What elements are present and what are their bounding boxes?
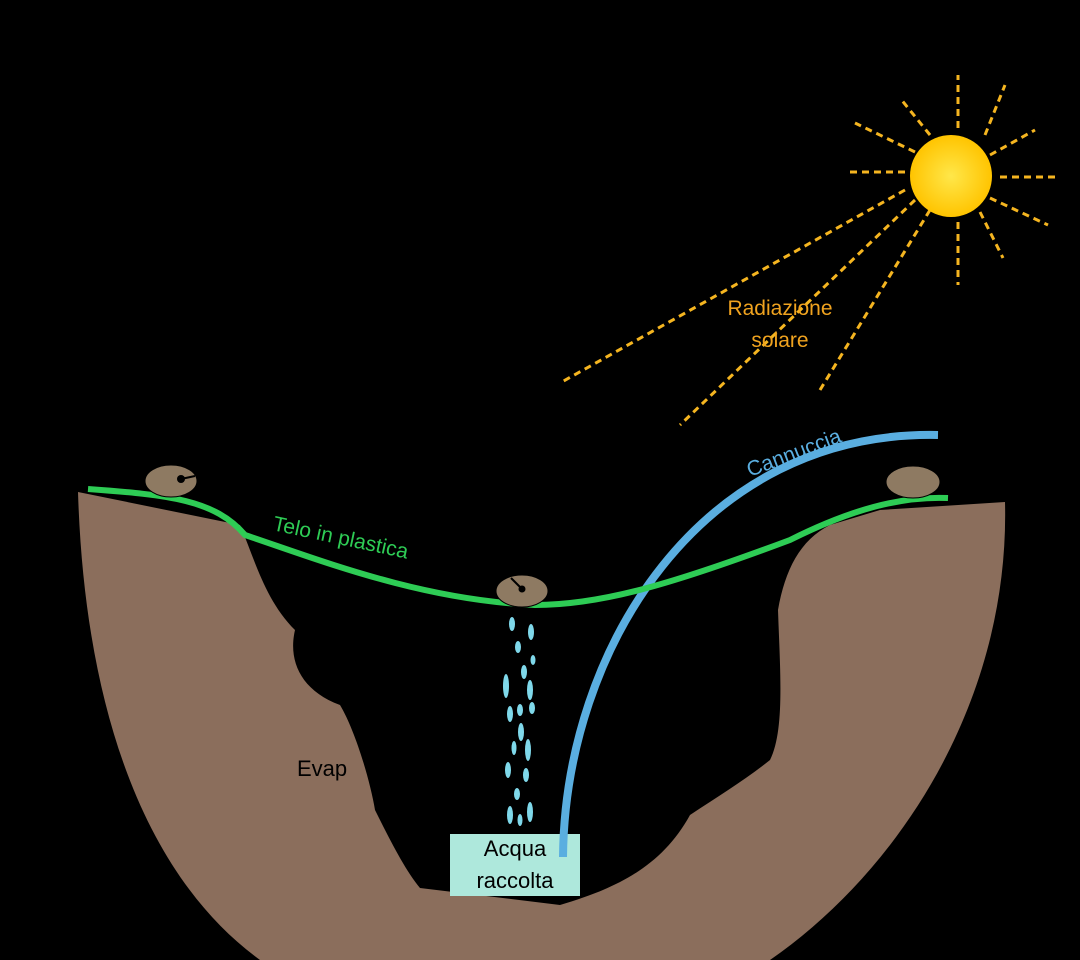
- solar-radiation-rays: [559, 188, 932, 427]
- radiation-label-line1: Radiazione: [727, 297, 832, 320]
- radiation-label-line2: solare: [751, 329, 808, 352]
- collected-water-label-line2: raccolta: [476, 868, 554, 893]
- stone-center: [495, 574, 549, 608]
- soil-ground: [78, 492, 1006, 960]
- condensation-drops: [503, 617, 536, 826]
- stone-left: [144, 464, 198, 498]
- collected-water-container: Acqua raccolta: [450, 834, 580, 896]
- straw-tube: [559, 430, 939, 858]
- evaporation-label: Evap: [297, 756, 347, 781]
- stone-right: [885, 465, 941, 499]
- collected-water-label-line1: Acqua: [484, 836, 547, 861]
- sun-icon: [845, 75, 1060, 285]
- plastic-sheet-label: Telo in plastica: [271, 512, 411, 563]
